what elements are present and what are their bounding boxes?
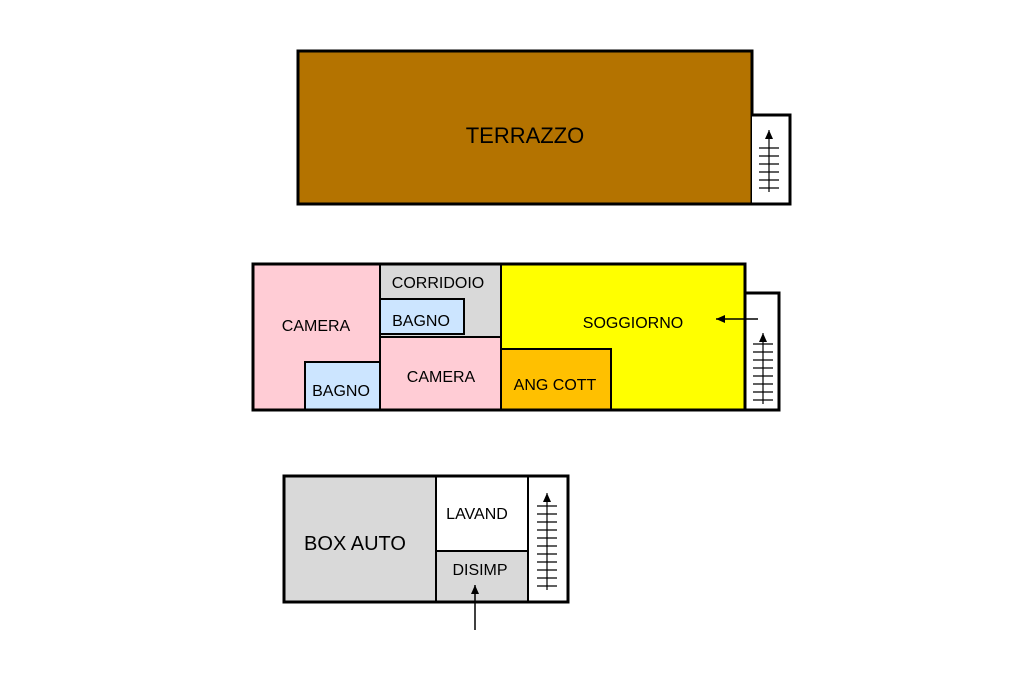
wall-ang-cott (501, 348, 612, 410)
bottom-floor: BOX AUTO LAVAND DISIMP (282, 474, 570, 630)
room-bagno-center (381, 299, 464, 334)
stairs-bottom (528, 476, 568, 602)
stairs-icon (753, 333, 773, 404)
stairs-middle-walls (745, 291, 781, 412)
middle-outer-walls (251, 262, 747, 412)
label-disimp: DISIMP (452, 562, 507, 579)
stairs-icon (537, 493, 557, 590)
wall-bagno-center (381, 298, 465, 335)
label-corridoio: CORRIDOIO (392, 275, 484, 292)
wall-bagno-left (304, 361, 380, 410)
top-floor: TERRAZZO (296, 49, 792, 206)
label-terrazzo: TERRAZZO (466, 123, 585, 148)
middle-floor: CAMERA BAGNO CORRIDOIO BAGNO CAMERA ANG … (251, 262, 781, 412)
label-camera-left: CAMERA (282, 318, 351, 335)
label-bagno-left: BAGNO (312, 383, 370, 400)
room-box-auto (284, 476, 436, 602)
room-bagno-left (305, 362, 379, 410)
bottom-outer-walls (282, 474, 570, 604)
room-camera-center (380, 337, 501, 410)
stairs-icon (759, 130, 779, 192)
room-ang-cott (501, 349, 611, 410)
room-lavand (436, 476, 528, 551)
label-ang-cott: ANG COTT (514, 377, 597, 394)
room-disimp (436, 551, 528, 602)
stairs-top (752, 115, 790, 204)
label-box-auto: BOX AUTO (304, 533, 406, 555)
label-camera-center: CAMERA (407, 369, 476, 386)
label-bagno-center: BAGNO (392, 313, 450, 330)
label-soggiorno: SOGGIORNO (583, 315, 683, 332)
label-lavand: LAVAND (446, 506, 508, 523)
room-terrazzo (298, 51, 752, 204)
stairs-top-walls (752, 113, 792, 206)
